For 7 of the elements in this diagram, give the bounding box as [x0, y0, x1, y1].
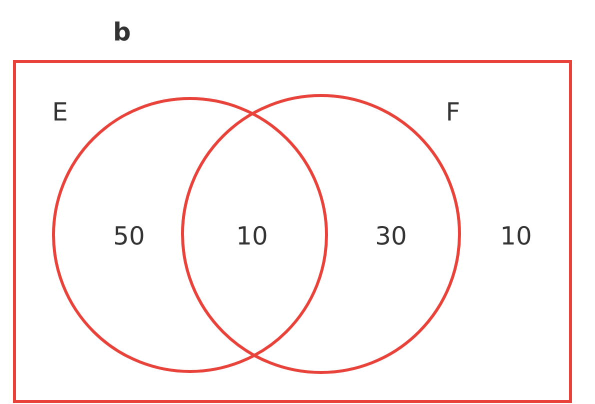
set-label: E	[52, 100, 68, 124]
region-count: 50	[113, 224, 145, 248]
region-count: 10	[500, 224, 532, 248]
panel-letter: b	[113, 20, 131, 44]
region-count: 10	[236, 224, 268, 248]
set-label: F	[446, 100, 460, 124]
region-count: 30	[375, 224, 407, 248]
